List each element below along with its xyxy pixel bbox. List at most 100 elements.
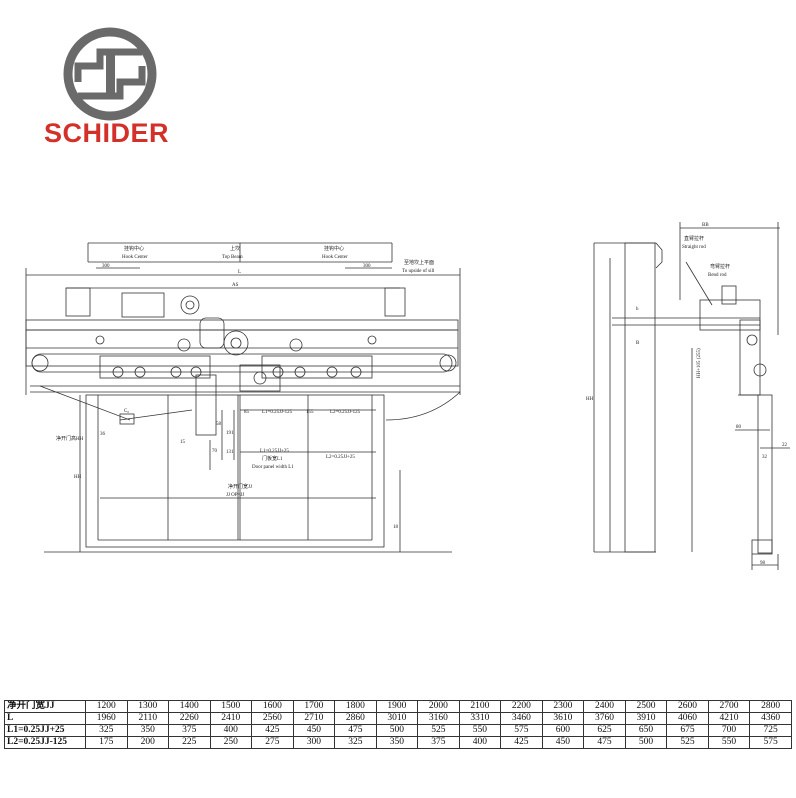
spec-cell: 3160 — [417, 712, 460, 725]
dim-70: 70 — [212, 449, 218, 454]
dim-l2-top: L2=0.25JJ-125 — [330, 410, 361, 415]
spec-cell: 1500 — [209, 700, 253, 713]
dim-overall-l: L — [238, 270, 241, 275]
spec-cell: 2600 — [666, 700, 709, 713]
spec-cell: 550 — [707, 736, 751, 749]
dim-15: 15 — [180, 440, 186, 445]
spec-cell: 1800 — [334, 700, 377, 713]
spec-cell: 2410 — [209, 712, 253, 725]
spec-cell: 700 — [707, 724, 751, 737]
spec-cell: 3760 — [583, 712, 626, 725]
spec-cell: 475 — [334, 724, 377, 737]
dim-80: 80 — [736, 425, 742, 430]
spec-cell: 2110 — [126, 712, 170, 725]
spec-cell: 450 — [292, 724, 336, 737]
spec-cell: 425 — [500, 736, 543, 749]
spec-cell: 2000 — [417, 700, 460, 713]
spec-cell: 300 — [292, 736, 336, 749]
spec-cell: 1900 — [375, 700, 419, 713]
spec-row-label: L2=0.25JJ-125 — [4, 736, 86, 749]
spec-cell: 375 — [168, 724, 211, 737]
side-height-hh: HH — [586, 397, 594, 402]
spec-cell: 500 — [624, 736, 668, 749]
schider-logo-icon — [63, 27, 157, 121]
spec-cell: 3460 — [500, 712, 543, 725]
dim-98: 98 — [760, 561, 766, 566]
spec-cell: 1400 — [168, 700, 211, 713]
spec-row-label: 净开门宽JJ — [4, 700, 86, 713]
hook-center-left-en: Hook Center — [122, 255, 148, 260]
spec-cell: 250 — [209, 736, 253, 749]
top-beam-cn: 上坎 — [230, 245, 240, 252]
dim-58: 58 — [216, 422, 222, 427]
straight-rod-en: Straight rod — [682, 245, 706, 250]
spec-cell: 2560 — [251, 712, 294, 725]
spec-cell: 350 — [375, 736, 419, 749]
spec-cell: 2860 — [334, 712, 377, 725]
spec-cell: 3310 — [458, 712, 502, 725]
spec-cell: 225 — [168, 736, 211, 749]
brand-name: SCHIDER — [44, 118, 170, 148]
spec-cell: 525 — [417, 724, 460, 737]
top-beam-en: Top Beam — [222, 255, 243, 260]
panel-width-en: Door panel width L1 — [252, 465, 294, 470]
spec-cell: 2300 — [541, 700, 585, 713]
spec-row-label: L — [4, 712, 86, 725]
spec-cell: 4060 — [666, 712, 709, 725]
side-h-label: h — [636, 307, 639, 312]
hook-center-right-cn: 挂钩中心 — [324, 245, 344, 252]
spec-cell: 575 — [749, 736, 792, 749]
dim-36: 36 — [100, 432, 106, 437]
dim-85: 85 — [244, 410, 250, 415]
spec-cell: 550 — [458, 724, 502, 737]
spec-cell: 675 — [666, 724, 709, 737]
sill-note-cn: 至地坎上平面 — [404, 259, 434, 266]
spec-cell: 425 — [251, 724, 294, 737]
spec-cell: 575 — [500, 724, 543, 737]
spec-cell: 400 — [209, 724, 253, 737]
spec-cell: 2500 — [624, 700, 668, 713]
dim-32: 32 — [762, 455, 768, 460]
spec-cell: 3610 — [541, 712, 585, 725]
spec-cell: 625 — [583, 724, 626, 737]
side-width-bb: BB — [702, 223, 709, 228]
spec-cell: 175 — [85, 736, 128, 749]
spec-cell: 1600 — [251, 700, 294, 713]
spec-cell: 2700 — [707, 700, 751, 713]
spec-cell: 475 — [583, 736, 626, 749]
side-mm-note: HH+105 (255) — [697, 348, 702, 378]
clear-width-en: JJ OP=JJ — [226, 493, 244, 498]
spec-cell: 1960 — [85, 712, 128, 725]
dim-l1-top: L1=0.25JJ-125 — [262, 410, 293, 415]
dim-right-offset: 300 — [363, 264, 371, 269]
dim-155: 155 — [306, 410, 314, 415]
spec-cell: 525 — [666, 736, 709, 749]
spec-cell: 4360 — [749, 712, 792, 725]
spec-cell: 2100 — [458, 700, 502, 713]
spec-cell: 350 — [126, 724, 170, 737]
bend-rod-en: Bend rod — [708, 273, 727, 278]
spec-cell: 3010 — [375, 712, 419, 725]
panel-width-cn: 门板宽L1 — [262, 455, 283, 462]
spec-cell: 1300 — [126, 700, 170, 713]
dim-hanger-span: AS — [232, 283, 239, 288]
spec-cell: 325 — [85, 724, 128, 737]
dim-hh-front: HH — [74, 475, 82, 480]
door-operator-drawing: 挂钩中心 Hook Center 上坎 Top Beam 挂钩中心 Hook C… — [25, 222, 790, 570]
bend-rod-cn: 弯臂拉杆 — [710, 263, 730, 270]
spec-cell: 2710 — [292, 712, 336, 725]
spec-cell: 375 — [417, 736, 460, 749]
spec-cell: 2400 — [583, 700, 626, 713]
spec-cell: 2200 — [500, 700, 543, 713]
spec-cell: 500 — [375, 724, 419, 737]
dim-c0: C₀ — [124, 409, 129, 414]
dim-l1-bottom: L1=0.25JJ+25 — [260, 449, 289, 454]
spec-cell: 3910 — [624, 712, 668, 725]
dim-22: 22 — [782, 443, 788, 448]
spec-cell: 400 — [458, 736, 502, 749]
straight-rod-cn: 直臂拉杆 — [684, 235, 704, 242]
